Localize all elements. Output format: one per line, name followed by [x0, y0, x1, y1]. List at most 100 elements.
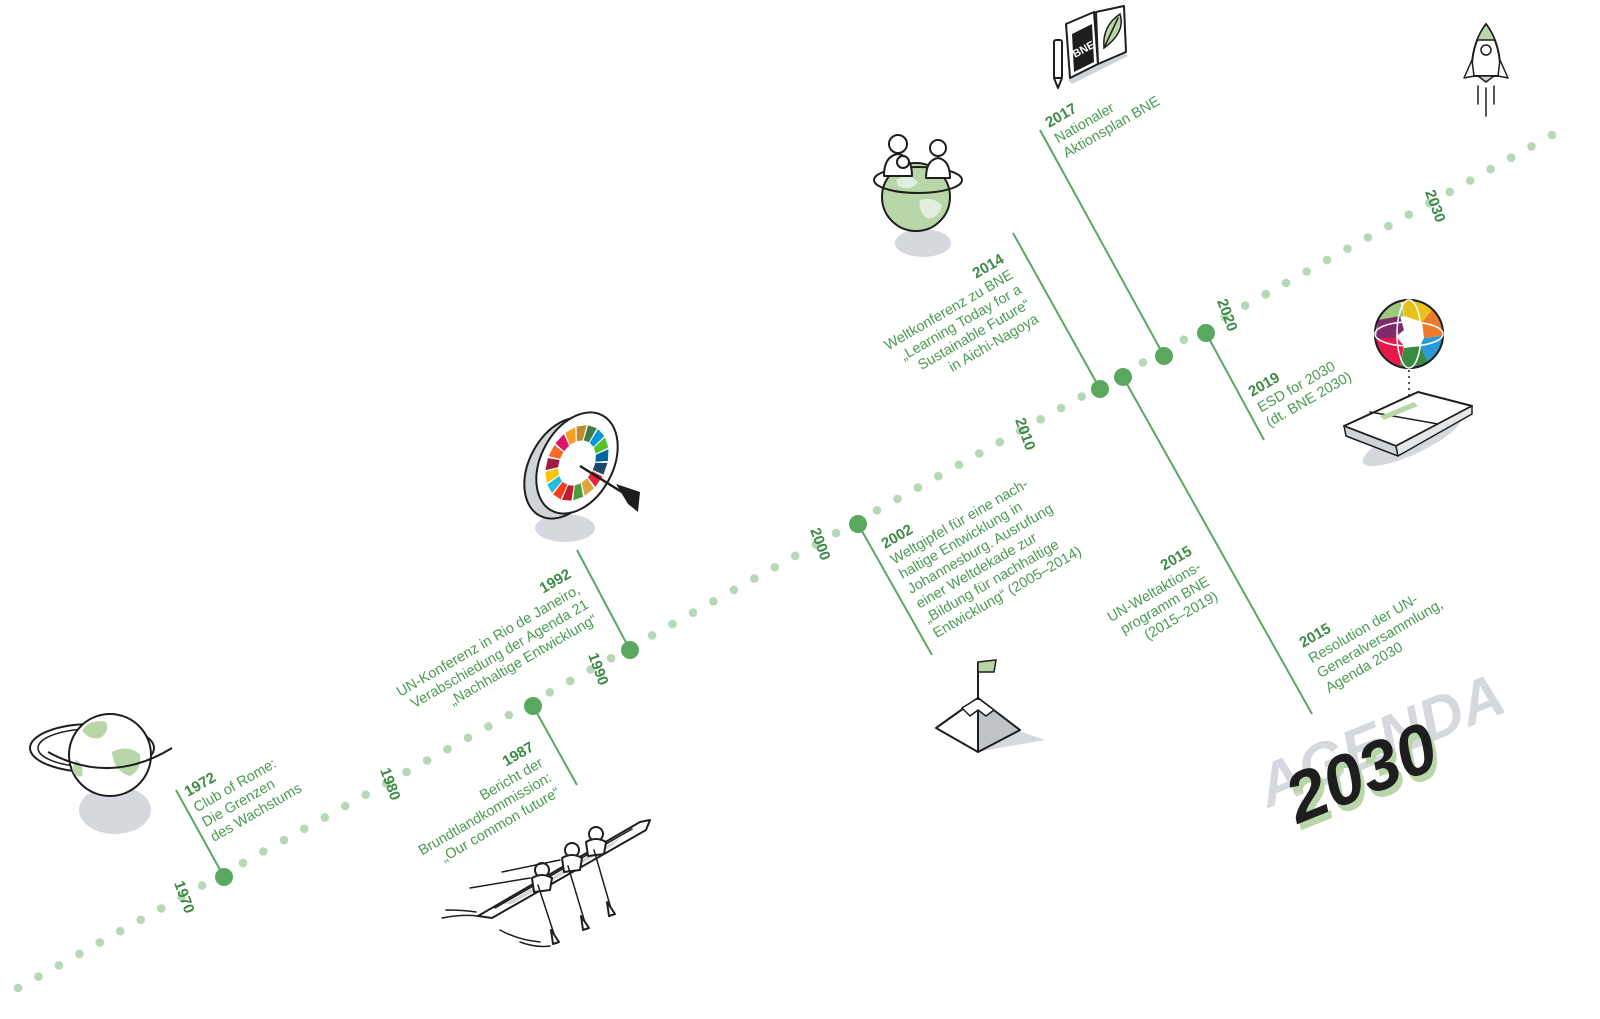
timeline-dot	[1322, 255, 1332, 265]
leader-line-1987	[532, 705, 578, 786]
timeline-dot	[34, 972, 43, 981]
event-marker-2017[interactable]	[1155, 347, 1173, 365]
sdg-wheel-segment	[589, 429, 605, 447]
timeline-dot	[259, 847, 268, 856]
timeline-dot	[320, 813, 330, 822]
sdg-wheel-segment	[555, 434, 570, 452]
event-marker-2002[interactable]	[849, 515, 867, 533]
event-leader-lines	[175, 129, 1313, 878]
timeline-dot	[1343, 244, 1352, 253]
timeline-dot	[13, 983, 23, 993]
decade-label-1970: 1970	[170, 879, 197, 916]
event-marker-1972[interactable]	[215, 868, 233, 886]
sdg-target-icon	[523, 411, 640, 542]
rowing-boat-icon	[441, 819, 651, 948]
timeline-dot	[545, 688, 555, 697]
sdg-wheel-segment	[548, 444, 564, 459]
timeline-dot	[1445, 187, 1454, 197]
timeline-dot	[709, 597, 718, 606]
mountain-flag-icon	[935, 659, 1045, 753]
timeline-dot	[565, 676, 575, 686]
event-markers	[215, 324, 1215, 886]
sdg-wheel-segment	[573, 483, 584, 501]
sdg-wheel-segment	[545, 468, 559, 483]
timeline-dot	[831, 528, 841, 538]
timeline-dot	[361, 790, 371, 799]
rocket-icon	[1463, 22, 1509, 117]
timeline-dot	[75, 949, 84, 959]
sdg-wheel-segment	[576, 425, 587, 442]
event-marker-2014[interactable]	[1091, 380, 1109, 398]
leader-line-1992	[576, 549, 631, 651]
sdg-wheel-segment	[565, 427, 576, 445]
timeline-dot	[1384, 221, 1393, 231]
timeline-dot	[913, 483, 923, 492]
timeline-dot	[1138, 358, 1148, 367]
timeline-dot	[422, 756, 432, 765]
timeline-dot	[1261, 289, 1270, 299]
timeline-dot	[954, 460, 964, 470]
timeline-dot	[586, 665, 595, 674]
timeline-dot	[1486, 164, 1495, 174]
timeline-dot	[1220, 312, 1229, 322]
event-marker-1992[interactable]	[621, 641, 639, 659]
event-description-line: Verabschiedung der Agenda 21	[408, 597, 591, 712]
timeline-dot	[1179, 335, 1189, 345]
timeline-dot	[729, 585, 739, 595]
leader-line-2019	[1205, 332, 1265, 441]
timeline-dot	[606, 653, 616, 663]
timeline-dot	[975, 449, 984, 458]
sdg-wheel-segment	[583, 425, 597, 443]
sdg-color-wheel	[545, 425, 609, 501]
timeline-dot	[1527, 142, 1536, 151]
timeline-dot	[54, 961, 64, 970]
event-marker-2019[interactable]	[1197, 324, 1215, 342]
timeline-dot	[811, 540, 820, 549]
timeline-dot	[116, 926, 125, 936]
sdg-wheel-segment	[593, 437, 609, 454]
sdg-wheel-segment	[545, 458, 560, 471]
sdg-wheel-segment	[581, 478, 594, 496]
timeline-dot	[1506, 153, 1516, 162]
timeline-dot	[300, 824, 309, 834]
leader-line-2014	[1012, 232, 1101, 390]
decade-label-1980: 1980	[376, 766, 403, 803]
event-marker-1987[interactable]	[524, 697, 542, 715]
timeline-dot	[443, 744, 452, 754]
timeline-dot	[934, 471, 943, 481]
timeline-dot	[688, 608, 698, 617]
sdg-wheel-segment	[592, 462, 608, 475]
decade-label-2030: 2030	[1421, 188, 1448, 225]
timeline-dot	[770, 562, 780, 572]
decade-label-2010: 2010	[1011, 416, 1038, 453]
timeline-dot	[463, 733, 473, 743]
timeline-dot	[1056, 403, 1066, 413]
sdg-wheel-segment	[562, 485, 574, 501]
leader-line-2015a	[1122, 376, 1313, 715]
event-marker-2015[interactable]	[1114, 368, 1132, 386]
timeline-dot	[1363, 233, 1373, 242]
sdg-wheel-segment	[587, 471, 603, 487]
timeline-dot	[1547, 130, 1557, 140]
timeline-dot	[1404, 210, 1414, 219]
timeline-dot	[1465, 176, 1475, 185]
timeline-dot	[156, 904, 166, 913]
timeline-dot	[341, 801, 350, 811]
sdg-wheel-segment	[553, 481, 568, 500]
decade-labels: 1970 1980 1990 2000 2010 2020 2030	[170, 188, 1448, 916]
timeline-dot	[484, 722, 493, 731]
timeline-dot	[238, 858, 248, 868]
timeline-dot	[402, 767, 411, 777]
timeline-dot	[381, 779, 391, 788]
timeline-dot	[872, 506, 882, 515]
timeline-dot	[177, 892, 186, 902]
timeline-dot	[1240, 301, 1250, 310]
timeline-dot	[1425, 198, 1434, 208]
timeline-dot	[1036, 415, 1045, 424]
ringed-planet-icon	[29, 713, 173, 834]
